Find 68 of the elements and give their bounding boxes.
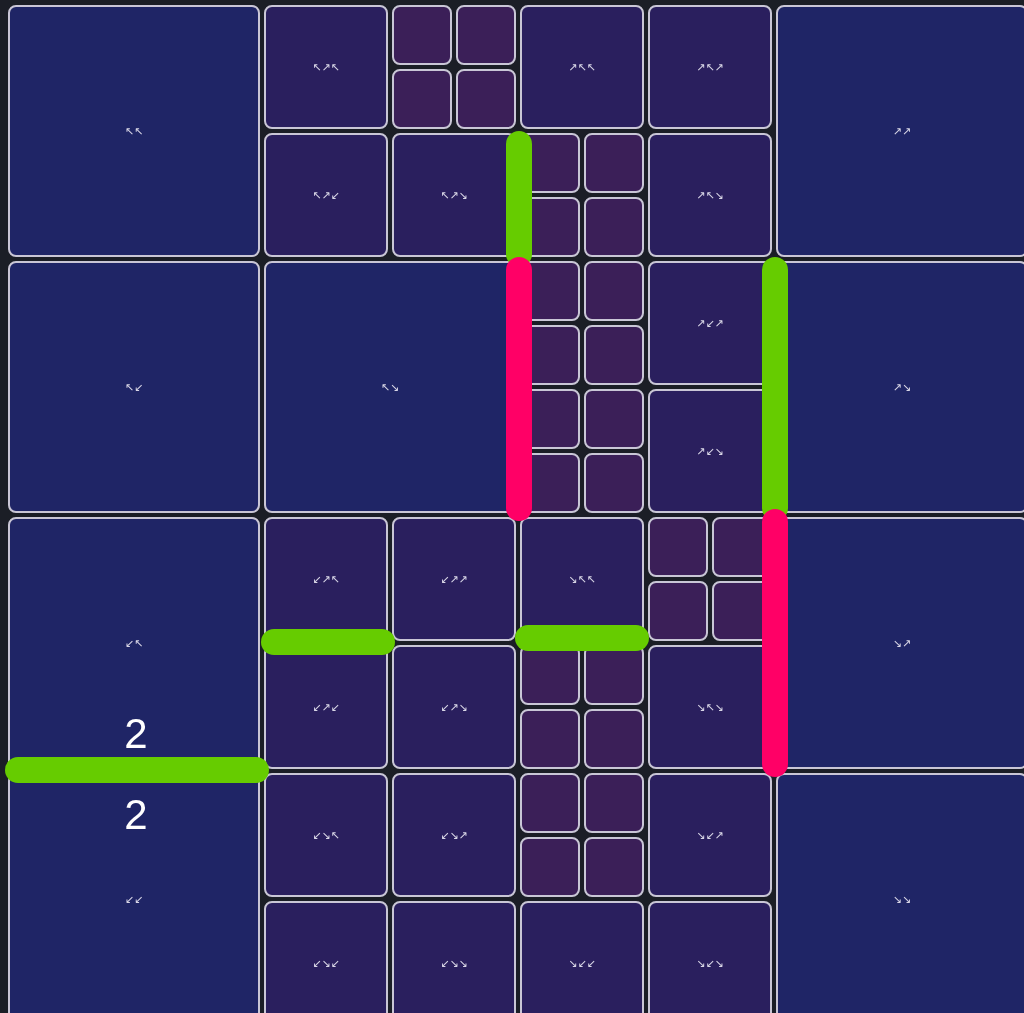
grid-cell (520, 901, 644, 1013)
grid-cell (584, 325, 644, 385)
grid-cell (520, 709, 580, 769)
arrow-code: ↗↖↖ (568, 61, 596, 73)
arrow-code: ↙↗↙ (312, 701, 340, 713)
arrow-code: ↘↙↘ (696, 957, 724, 969)
arrow-code: ↗↖↘ (696, 189, 724, 201)
grid-cell (584, 709, 644, 769)
arrow-code: ↘↘ (892, 893, 912, 905)
grid-cell (648, 773, 772, 897)
count-label: 2 (124, 713, 148, 755)
arrow-code: ↙↖ (124, 637, 144, 649)
grid-cell (8, 261, 260, 513)
grid-cell (264, 773, 388, 897)
arrow-code: ↗↙↗ (696, 317, 724, 329)
grid-cell (648, 5, 772, 129)
arrow-code: ↖↙ (124, 381, 144, 393)
grid-cell (584, 197, 644, 257)
grid-cell (584, 773, 644, 833)
arrow-code: ↘↙↙ (568, 957, 596, 969)
arrow-code: ↗↖↗ (696, 61, 724, 73)
arrow-code: ↖↘ (380, 381, 400, 393)
grid-cell (584, 389, 644, 449)
arrow-code: ↗↙↘ (696, 445, 724, 457)
arrow-code: ↖↗↖ (312, 61, 340, 73)
arrow-code: ↘↖↖ (568, 573, 596, 585)
grid-cell (264, 133, 388, 257)
arrow-code: ↙↗↘ (440, 701, 468, 713)
grid-cell (648, 517, 708, 577)
arrow-code: ↗↘ (892, 381, 912, 393)
grid-cell (392, 645, 516, 769)
grid-cell (264, 5, 388, 129)
grid-cell (584, 453, 644, 513)
grid-cell (648, 901, 772, 1013)
grid-cell (392, 69, 452, 129)
arrow-code: ↙↘↗ (440, 829, 468, 841)
grid-cell (456, 5, 516, 65)
grid-cell (392, 773, 516, 897)
grid-cell (776, 773, 1024, 1013)
arrow-code: ↙↘↖ (312, 829, 340, 841)
arrow-code: ↙↗↗ (440, 573, 468, 585)
grid-cell (648, 133, 772, 257)
arrow-code: ↖↖ (124, 125, 144, 137)
arrow-code: ↘↗ (892, 637, 912, 649)
arrow-code: ↙↗↖ (312, 573, 340, 585)
arrow-code: ↖↗↘ (440, 189, 468, 201)
grid-cell (520, 773, 580, 833)
grid-cell (392, 517, 516, 641)
grid-cell (648, 581, 708, 641)
grid-cell (584, 133, 644, 193)
grid-cell (584, 837, 644, 897)
arrow-code: ↖↗↙ (312, 189, 340, 201)
arrow-code: ↘↖↘ (696, 701, 724, 713)
grid-cell (520, 837, 580, 897)
grid-cell (264, 901, 388, 1013)
grid-cell (392, 5, 452, 65)
arrow-code: ↙↘↙ (312, 957, 340, 969)
grid-cell (8, 5, 260, 257)
grid-cell (392, 901, 516, 1013)
grid-cell (584, 261, 644, 321)
arrow-code: ↙↘↘ (440, 957, 468, 969)
arrow-code: ↗↗ (892, 125, 912, 137)
arrow-code: ↙↙ (124, 893, 144, 905)
grid-cell (776, 5, 1024, 257)
count-label: 2 (124, 794, 148, 836)
grid-cell (520, 5, 644, 129)
arrow-code: ↘↙↗ (696, 829, 724, 841)
grid-cell (456, 69, 516, 129)
